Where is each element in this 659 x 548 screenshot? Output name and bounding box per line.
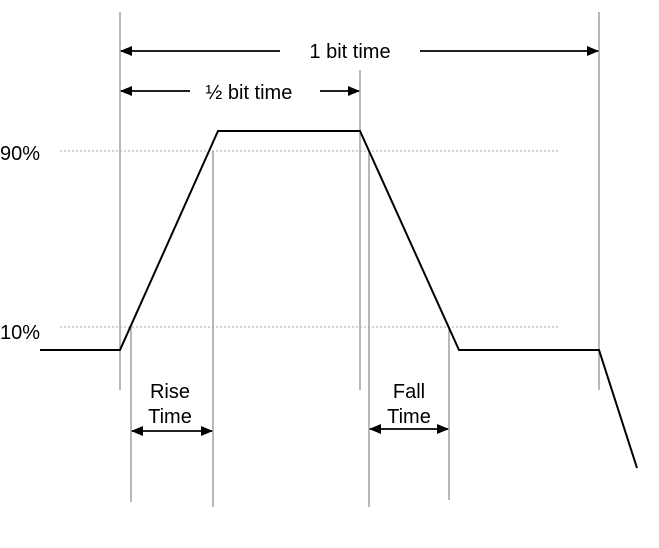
vertical-guides bbox=[119, 12, 600, 507]
signal-waveform bbox=[40, 130, 638, 469]
half-bit-time-label: ½ bit time bbox=[206, 82, 293, 104]
one-bit-time-label: 1 bit time bbox=[309, 41, 390, 63]
level-90-label: 90% bbox=[0, 143, 40, 165]
threshold-lines bbox=[60, 150, 558, 328]
level-10-label: 10% bbox=[0, 322, 40, 344]
rise-label-line2: Time bbox=[148, 406, 192, 428]
rise-label-line1: Rise bbox=[150, 381, 190, 403]
fall-label-line1: Fall bbox=[393, 381, 425, 403]
fall-label-line2: Time bbox=[387, 406, 431, 428]
